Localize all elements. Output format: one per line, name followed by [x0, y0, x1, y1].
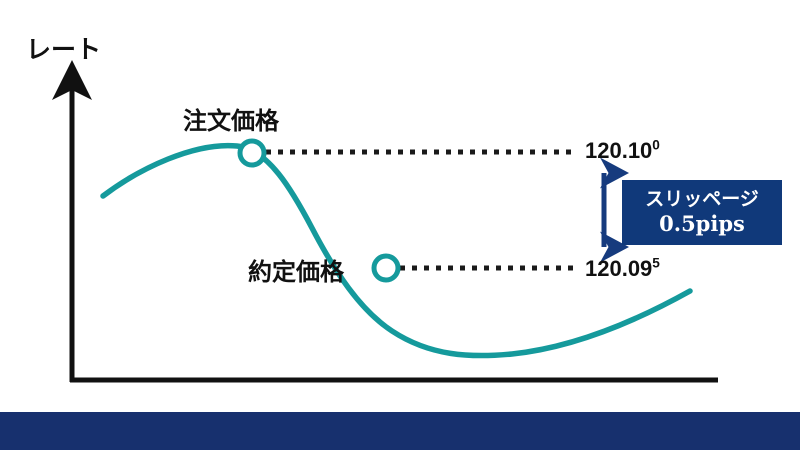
- order-price-value: 120.100: [585, 138, 660, 164]
- executed-price-value: 120.095: [585, 256, 660, 282]
- order-price-fractional-pip: 0: [652, 137, 660, 153]
- order-price-marker: [237, 138, 267, 168]
- slippage-callout-title: スリッページ: [645, 187, 759, 210]
- order-price-number: 120.10: [585, 138, 653, 163]
- executed-price-fractional-pip: 5: [652, 255, 660, 271]
- y-axis-label: レート: [26, 35, 102, 64]
- executed-price-label: 約定価格: [248, 258, 344, 286]
- order-price-label: 注文価格: [183, 107, 279, 135]
- executed-price-number: 120.09: [585, 256, 653, 281]
- slippage-callout-box: スリッページ 0.5pips: [622, 180, 782, 245]
- slippage-callout-value: 0.5pips: [659, 210, 745, 236]
- executed-price-marker: [371, 253, 401, 283]
- rate-curve: [100, 142, 693, 359]
- bottom-bar: [0, 412, 800, 450]
